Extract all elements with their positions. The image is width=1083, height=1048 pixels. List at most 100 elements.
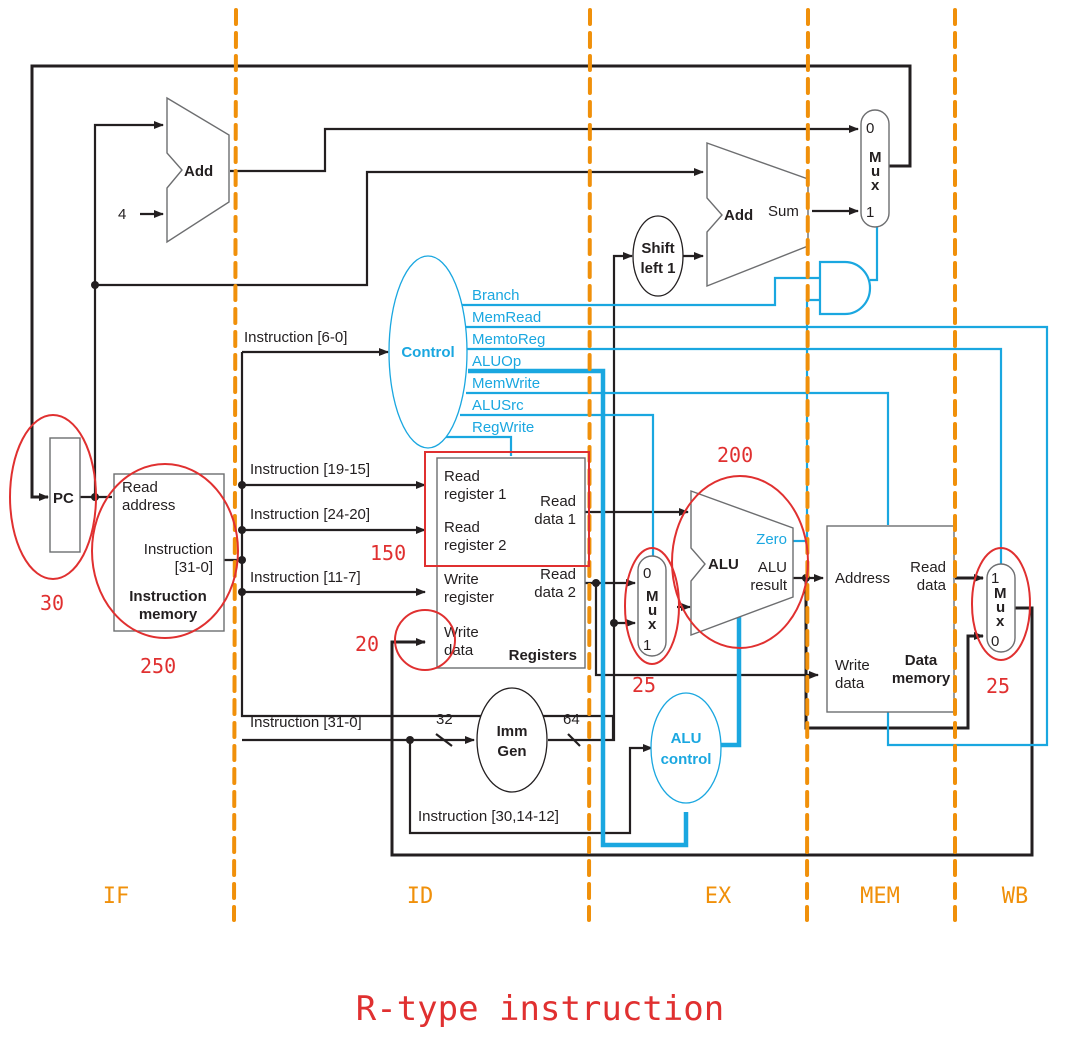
pc-register: PC <box>49 437 81 553</box>
diagram-caption: R-type instruction <box>356 989 724 1029</box>
svg-text:data 2: data 2 <box>534 584 576 601</box>
svg-text:ALU: ALU <box>708 556 739 573</box>
data-memory: Address Read data Write data Data memory <box>826 525 955 713</box>
pc-adder: Add <box>166 96 230 244</box>
alu-mux-highlight <box>624 547 680 665</box>
wire-aluop <box>468 368 689 848</box>
writeback-mux: 1 M u x 0 <box>986 563 1016 653</box>
svg-text:Registers: Registers <box>509 647 577 664</box>
svg-text:Address: Address <box>835 570 890 587</box>
control-signal-labels: Branch MemRead MemtoReg ALUOp MemWrite A… <box>472 287 545 436</box>
svg-text:0: 0 <box>643 565 651 582</box>
instruction-field-labels: Instruction [6-0] Instruction [19-15] In… <box>244 329 559 825</box>
svg-text:Instruction: Instruction <box>129 588 207 605</box>
data-wires <box>30 64 1034 857</box>
svg-text:Gen: Gen <box>497 743 526 760</box>
svg-text:result: result <box>750 577 788 594</box>
svg-text:data: data <box>444 642 474 659</box>
branch-adder: Add Sum <box>706 142 809 288</box>
svg-text:M: M <box>646 588 659 605</box>
svg-text:Read: Read <box>122 479 158 496</box>
svg-text:ALU: ALU <box>671 730 702 747</box>
stage-if: IF <box>103 884 130 909</box>
svg-text:1: 1 <box>866 204 874 221</box>
svg-text:Instruction [19-15]: Instruction [19-15] <box>250 461 370 478</box>
bus-width-32: 32 <box>436 711 453 728</box>
wire-pc-next <box>30 64 912 501</box>
divider-if-id <box>232 8 238 922</box>
svg-text:[31-0]: [31-0] <box>175 559 213 576</box>
pc-latency: 30 <box>40 591 64 615</box>
svg-text:1: 1 <box>643 637 651 654</box>
wire-pc-to-add <box>93 121 164 497</box>
svg-text:Read: Read <box>444 468 480 485</box>
svg-text:u: u <box>996 599 1005 616</box>
alu-latency: 200 <box>717 443 753 467</box>
svg-text:Write: Write <box>835 657 870 674</box>
imem-latency: 250 <box>140 654 176 678</box>
stage-wb: WB <box>1002 884 1029 909</box>
divider-ex-mem <box>805 8 810 922</box>
svg-text:Shift: Shift <box>641 240 674 257</box>
svg-text:address: address <box>122 497 175 514</box>
svg-text:Data: Data <box>905 652 938 669</box>
wb-mux-highlight <box>971 547 1031 661</box>
wire-memtoreg <box>466 347 1003 566</box>
register-file: Read register 1 Read register 2 Write re… <box>436 457 586 669</box>
alu: ALU Zero ALU result <box>690 490 794 637</box>
wire-regwrite <box>445 435 513 456</box>
regread-latency: 150 <box>370 541 406 565</box>
pc-label: PC <box>53 490 74 507</box>
shift-left-1: Shift left 1 <box>632 215 684 297</box>
svg-text:0: 0 <box>866 120 874 137</box>
svg-text:Instruction: Instruction <box>144 541 213 558</box>
wire-alu-control <box>720 617 742 748</box>
svg-text:Read: Read <box>540 493 576 510</box>
svg-text:Instruction [30,14-12]: Instruction [30,14-12] <box>418 808 559 825</box>
stage-ex: EX <box>705 884 732 909</box>
pc-highlight <box>9 414 97 580</box>
regwrite-highlight <box>394 609 456 671</box>
wire-imm-out <box>548 252 633 742</box>
stage-mem: MEM <box>860 884 900 909</box>
wire-pc-to-branch-add <box>95 168 704 287</box>
svg-text:register 1: register 1 <box>444 486 507 503</box>
svg-text:MemtoReg: MemtoReg <box>472 331 545 348</box>
wire-memwrite <box>466 391 890 525</box>
instruction-memory: Read address Instruction [31-0] Instruct… <box>113 473 225 632</box>
divider-id-ex <box>587 8 592 922</box>
svg-text:Instruction [31-0]: Instruction [31-0] <box>250 714 362 731</box>
alu-mux-latency: 25 <box>632 673 656 697</box>
svg-text:ALUSrc: ALUSrc <box>472 397 524 414</box>
svg-text:memory: memory <box>892 670 951 687</box>
svg-text:M: M <box>869 149 882 166</box>
svg-text:x: x <box>871 177 880 194</box>
alu-highlight <box>671 475 809 649</box>
and-gate <box>818 260 872 316</box>
alu-src-mux: 0 M u x 1 <box>637 555 667 657</box>
svg-text:u: u <box>648 602 657 619</box>
control-unit: Control <box>388 255 468 449</box>
svg-text:Add: Add <box>184 163 213 180</box>
svg-text:Branch: Branch <box>472 287 520 304</box>
svg-text:Write: Write <box>444 571 479 588</box>
svg-text:0: 0 <box>991 633 999 650</box>
latency-annotations: 30 250 150 20 25 200 25 <box>9 414 1031 698</box>
svg-text:control: control <box>661 751 712 768</box>
stage-dividers <box>232 8 957 922</box>
stage-id: ID <box>407 884 434 909</box>
wire-alusrc <box>460 413 655 565</box>
bus-width-64: 64 <box>563 711 580 728</box>
wire-memread <box>462 325 1049 747</box>
wire-branch <box>456 276 820 307</box>
alu-control: ALU control <box>650 692 722 804</box>
svg-text:data 1: data 1 <box>534 511 576 528</box>
svg-text:register 2: register 2 <box>444 537 507 554</box>
svg-text:ALUOp: ALUOp <box>472 353 521 370</box>
imm-gen: Imm Gen <box>476 687 548 793</box>
svg-text:x: x <box>996 613 1005 630</box>
imem-highlight <box>91 463 239 639</box>
svg-text:RegWrite: RegWrite <box>472 419 534 436</box>
regwrite-latency: 20 <box>355 632 379 656</box>
svg-text:data: data <box>917 577 947 594</box>
